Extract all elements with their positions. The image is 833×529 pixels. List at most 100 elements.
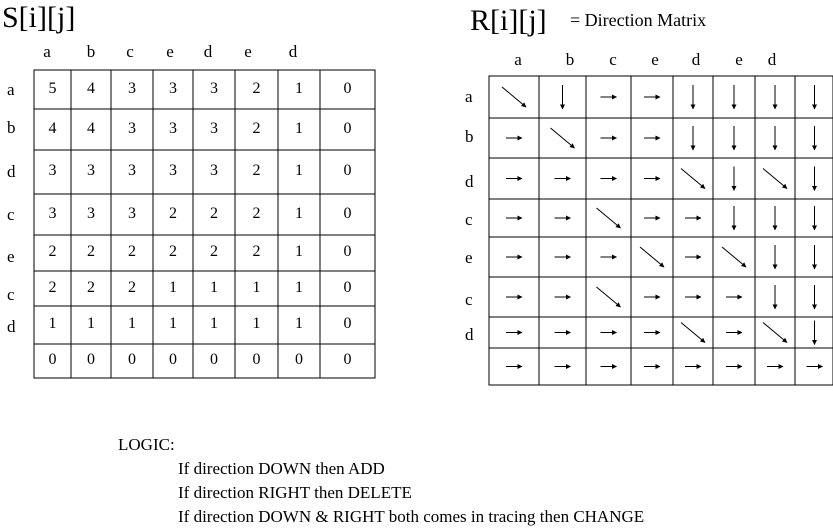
s-cell: 2 [87, 278, 95, 296]
s-cell: 3 [48, 162, 57, 179]
s-cell: 2 [252, 119, 261, 137]
s-cell: 1 [210, 315, 218, 332]
s-cell: 0 [87, 351, 95, 368]
r-row-header: e [465, 248, 473, 267]
s-cell: 4 [48, 119, 57, 137]
s-cell: 4 [87, 79, 95, 97]
direction-arrow-diag-icon [596, 286, 621, 308]
s-cell: 2 [87, 243, 95, 260]
s-cell: 1 [295, 79, 303, 97]
s-cell: 1 [169, 315, 177, 332]
s-cell: 1 [252, 278, 261, 296]
s-cell: 3 [87, 162, 95, 179]
s-cell: 3 [128, 162, 136, 179]
direction-arrow-diag-icon [721, 246, 747, 268]
s-cell: 2 [48, 278, 57, 296]
s-cell: 2 [210, 204, 218, 222]
r-col-header: b [565, 50, 575, 69]
s-cell: 0 [343, 278, 352, 296]
logic-heading: LOGIC: [118, 435, 175, 454]
r-row-header: c [465, 210, 473, 229]
logic-line-diagonal: If direction DOWN & RIGHT both comes in … [178, 507, 645, 526]
s-cell: 3 [210, 119, 218, 137]
s-col-header: c [126, 42, 134, 61]
s-cell: 0 [252, 351, 261, 368]
s-cell: 2 [210, 243, 218, 260]
s-cell: 1 [295, 162, 303, 179]
direction-arrow-diag-icon [762, 168, 788, 189]
s-cell: 3 [169, 162, 177, 179]
r-matrix-title: R[i][j] [470, 4, 547, 37]
s-cell: 0 [343, 119, 352, 137]
s-cell: 3 [169, 79, 177, 97]
r-row-header: c [465, 290, 473, 309]
s-row-header: c [7, 285, 15, 304]
s-cell: 1 [295, 243, 303, 260]
s-cell: 2 [169, 243, 177, 260]
s-cell: 0 [210, 351, 218, 368]
s-cell: 1 [87, 315, 95, 332]
s-cell: 0 [128, 351, 136, 368]
r-col-header: d [691, 50, 701, 69]
s-cell: 2 [128, 243, 136, 260]
logic-line-right: If direction RIGHT then DELETE [178, 483, 412, 502]
s-row-header: a [7, 80, 15, 99]
s-cell: 0 [295, 351, 303, 368]
r-col-header: d [767, 50, 777, 69]
s-row-header: b [7, 118, 16, 137]
s-row-header: e [7, 247, 15, 266]
s-col-header: a [43, 42, 51, 61]
r-row-header: b [465, 127, 474, 146]
r-col-header: e [735, 50, 743, 69]
s-cell: 3 [210, 162, 218, 179]
s-cell: 0 [343, 315, 352, 332]
s-cell: 0 [169, 351, 177, 368]
s-cell: 3 [169, 119, 177, 137]
r-row-header: d [465, 172, 474, 191]
s-col-header: b [86, 42, 96, 61]
s-cell: 3 [128, 79, 136, 97]
s-cell: 3 [128, 204, 136, 222]
s-cell: 2 [128, 278, 136, 296]
r-row-header: a [465, 87, 473, 106]
s-cell: 5 [48, 79, 57, 97]
s-cell: 1 [128, 315, 136, 332]
r-col-header: c [609, 50, 617, 69]
s-cell: 2 [252, 243, 261, 260]
s-cell: 1 [295, 204, 303, 222]
s-cell: 0 [343, 204, 352, 222]
s-cell: 3 [210, 79, 218, 97]
direction-arrow-diag-icon [550, 127, 575, 149]
s-col-header: e [244, 42, 252, 61]
r-col-header: e [651, 50, 659, 69]
s-cell: 4 [87, 119, 95, 137]
direction-arrow-diag-icon [680, 322, 706, 343]
s-matrix-title: S[i][j] [2, 1, 76, 34]
s-row-header: d [7, 162, 16, 181]
direction-arrow-diag-icon [501, 86, 527, 108]
s-cell: 1 [295, 119, 303, 137]
s-row-header: c [7, 205, 15, 224]
s-cell: 3 [87, 204, 95, 222]
s-cell: 0 [343, 243, 352, 260]
s-grid-border [33, 69, 376, 379]
s-cell: 3 [48, 204, 57, 222]
r-row-header: d [465, 325, 474, 344]
logic-line-down: If direction DOWN then ADD [178, 459, 385, 478]
s-cell: 0 [343, 351, 352, 368]
s-cell: 2 [252, 162, 261, 179]
s-cell: 0 [343, 162, 352, 179]
s-cell: 0 [48, 351, 57, 368]
s-col-header: d [203, 42, 213, 61]
s-cell: 0 [343, 79, 352, 97]
s-cell: 2 [252, 79, 261, 97]
s-row-header: d [7, 317, 16, 336]
s-cell: 2 [48, 243, 57, 260]
s-cell: 2 [252, 204, 261, 222]
r-col-header: a [514, 50, 522, 69]
s-cell: 1 [252, 315, 261, 332]
s-cell: 3 [128, 119, 136, 137]
r-matrix-subtitle: = Direction Matrix [570, 10, 707, 30]
